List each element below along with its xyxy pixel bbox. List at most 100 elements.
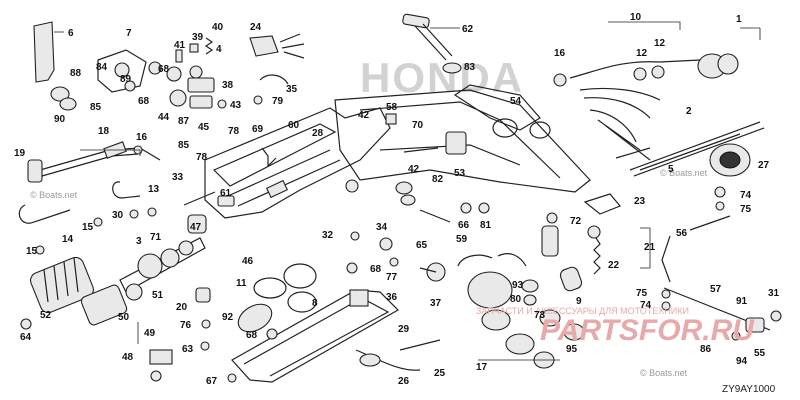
spacer-42 [395, 181, 413, 195]
ring-11 [253, 277, 287, 299]
screw-63 [200, 341, 210, 351]
washer-75b [661, 289, 671, 299]
callout-65: 65 [416, 240, 428, 251]
clip-23 [583, 193, 621, 215]
callout-28: 28 [312, 128, 324, 139]
cable-26 [355, 349, 421, 371]
bolt-48 [150, 370, 162, 382]
callout-90: 90 [54, 114, 66, 125]
block-53 [445, 131, 467, 155]
throttle-shaft-49 [119, 237, 206, 301]
spring-60 [261, 147, 277, 168]
callout-64: 64 [20, 332, 32, 343]
callout-88: 88 [70, 68, 82, 79]
callout-8: 8 [312, 298, 318, 309]
callout-40: 40 [212, 22, 224, 33]
bracket-48 [149, 349, 173, 365]
switch-24 [249, 33, 305, 59]
block-38 [187, 77, 215, 93]
part-61 [217, 195, 235, 207]
callout-15b: 15 [26, 246, 38, 257]
bolt-70 [403, 147, 439, 153]
callout-54: 54 [510, 96, 522, 107]
callout-66: 66 [458, 220, 470, 231]
screw-15b [35, 245, 45, 255]
clamp-14 [18, 204, 71, 224]
clip-35 [259, 74, 289, 85]
washer-88 [50, 86, 70, 102]
washer-34 [379, 237, 393, 251]
callout-78b: 78 [196, 152, 208, 163]
group-brackets [80, 21, 761, 361]
bolt-81 [478, 202, 490, 214]
callout-9: 9 [576, 296, 582, 307]
callout-16b: 16 [554, 48, 566, 59]
callout-4: 4 [216, 44, 222, 55]
callout-51: 51 [152, 290, 164, 301]
callout-17: 17 [476, 362, 488, 373]
callout-36: 36 [386, 292, 398, 303]
callout-72: 72 [570, 216, 582, 227]
callout-33: 33 [172, 172, 184, 183]
bracket-20 [195, 287, 211, 303]
callout-78: 78 [228, 126, 240, 137]
callout-22: 22 [608, 260, 620, 271]
callout-86: 86 [700, 344, 712, 355]
callout-58: 58 [386, 102, 398, 113]
callout-56: 56 [676, 228, 688, 239]
background-logo: HONDA [360, 54, 524, 101]
pin-77 [389, 257, 399, 267]
callout-23: 23 [634, 196, 646, 207]
callout-94: 94 [736, 356, 748, 367]
callout-27: 27 [758, 160, 770, 171]
callout-31: 31 [768, 288, 780, 299]
screw-43 [217, 99, 227, 109]
callout-63: 63 [182, 344, 194, 355]
throttle-grip-6 [33, 21, 64, 83]
watermark-right: © Boats.net [660, 168, 708, 178]
callout-35: 35 [286, 84, 298, 95]
pin-71 [147, 207, 157, 217]
callout-74b: 74 [640, 300, 652, 311]
callout-3: 3 [136, 236, 142, 247]
diagram-code: ZY9AY1000 [722, 384, 776, 395]
callout-68b: 68 [138, 96, 150, 107]
callout-53: 53 [454, 168, 466, 179]
callout-77: 77 [386, 272, 398, 283]
callout-5: 5 [668, 164, 674, 175]
grommet-95 [563, 323, 585, 341]
callout-13: 13 [148, 184, 160, 195]
callout-2: 2 [686, 106, 692, 117]
callout-11: 11 [236, 278, 247, 289]
washer-72 [546, 212, 558, 224]
callout-55: 55 [754, 348, 766, 359]
stop-switch-22 [541, 225, 601, 275]
callout-60: 60 [288, 120, 300, 131]
callout-44: 44 [158, 112, 170, 123]
washer-76 [201, 319, 211, 329]
callout-19: 19 [14, 148, 26, 159]
wire-harness-1 [553, 53, 739, 161]
callout-45: 45 [198, 122, 210, 133]
callout-42b: 42 [408, 164, 420, 175]
pin-39 [189, 43, 199, 53]
connector-19 [27, 159, 43, 183]
washer-80 [523, 294, 537, 306]
callout-85: 85 [90, 102, 102, 113]
ring-8 [287, 291, 317, 313]
callout-18: 18 [98, 126, 110, 137]
cap-47 [187, 214, 207, 234]
callout-24: 24 [250, 22, 262, 33]
callout-20: 20 [176, 302, 188, 313]
callout-68c: 68 [370, 264, 382, 275]
callout-81: 81 [480, 220, 492, 231]
clip-58 [385, 113, 397, 125]
callout-26: 26 [398, 376, 410, 387]
callout-75b: 75 [636, 288, 648, 299]
seal-93 [521, 279, 539, 293]
callout-29: 29 [398, 324, 410, 335]
callout-75: 75 [740, 204, 752, 215]
callout-67: 67 [206, 376, 218, 387]
callout-47: 47 [190, 222, 202, 233]
